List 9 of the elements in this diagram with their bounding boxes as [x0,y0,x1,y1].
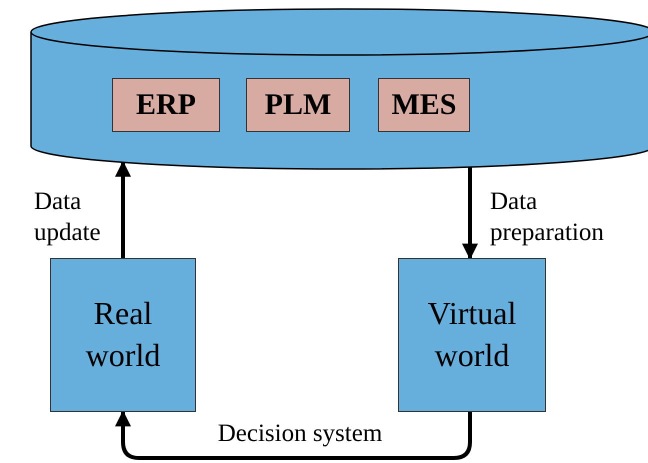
database-cylinder [30,8,648,170]
arrow [115,410,472,460]
system-box: ERP [112,78,220,132]
system-box: PLM [246,78,350,132]
process-box: Real world [50,258,196,412]
arrow [115,160,131,258]
system-box: MES [378,78,470,132]
process-box: Virtual world [398,258,546,412]
arrow [462,167,478,260]
